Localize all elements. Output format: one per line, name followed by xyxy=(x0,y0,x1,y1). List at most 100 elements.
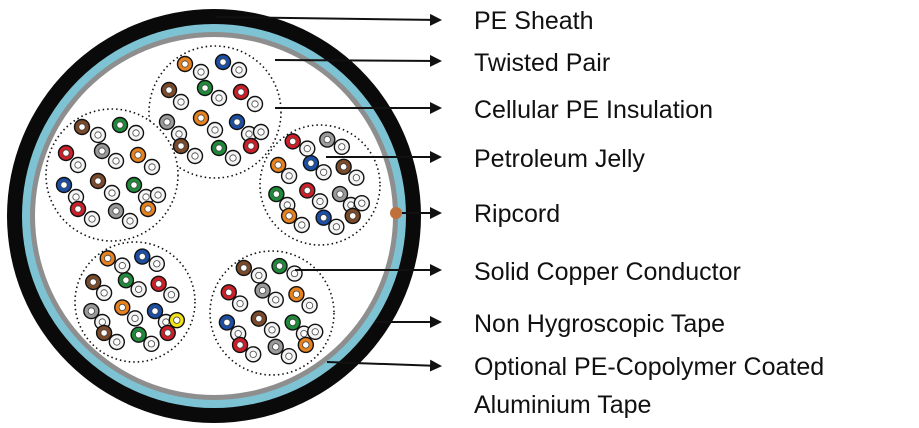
twisted-pair xyxy=(134,248,166,273)
twisted-pair xyxy=(176,55,210,81)
twisted-pair xyxy=(125,176,155,206)
copper-conductor-core xyxy=(164,329,172,337)
copper-conductor-core xyxy=(162,318,170,326)
copper-conductor-core xyxy=(89,278,97,286)
twisted-pair xyxy=(129,146,161,176)
twisted-pair xyxy=(250,310,281,339)
twisted-pair xyxy=(84,273,113,302)
copper-conductor-core xyxy=(118,262,126,270)
copper-conductor-core xyxy=(219,58,227,66)
copper-conductor-core xyxy=(272,190,280,198)
copper-conductor-core xyxy=(347,201,355,209)
copper-conductor-core xyxy=(358,199,366,207)
leader-lines xyxy=(215,13,442,372)
copper-conductor-core xyxy=(223,318,231,326)
copper-conductor-core xyxy=(311,328,319,336)
twisted-pair xyxy=(150,275,180,303)
copper-conductor-core xyxy=(72,193,80,201)
copper-conductor-core xyxy=(292,290,301,298)
copper-conductor-core xyxy=(197,114,205,122)
copper-conductor-core xyxy=(336,190,344,198)
copper-conductor-core xyxy=(289,137,297,145)
twisted-pair xyxy=(220,284,249,312)
copper-conductor-core xyxy=(247,142,255,150)
copper-conductor-core xyxy=(100,329,108,337)
twisted-pair xyxy=(95,324,126,351)
leader-coated-aluminium-tape xyxy=(326,359,442,372)
copper-conductor-core xyxy=(211,126,219,134)
copper-conductor-core xyxy=(236,341,244,349)
twisted-pair xyxy=(299,182,329,210)
twisted-pair xyxy=(160,81,190,111)
copper-conductor-core xyxy=(155,280,163,288)
copper-conductor-core xyxy=(352,174,360,182)
twisted-pair xyxy=(114,299,144,327)
copper-conductor-core xyxy=(138,252,146,261)
twisted-pair xyxy=(271,257,303,282)
copper-conductor-core xyxy=(142,193,150,201)
twisted-pair xyxy=(130,326,160,353)
copper-conductor-core xyxy=(104,254,112,262)
twisted-pair xyxy=(117,271,147,298)
copper-conductor-core xyxy=(303,145,311,153)
copper-conductor-core xyxy=(215,94,223,102)
twisted-pair xyxy=(254,282,284,309)
twisted-pair xyxy=(228,113,258,143)
copper-conductor-core xyxy=(229,154,237,162)
twisted-pair xyxy=(158,113,188,143)
twisted-pair xyxy=(315,209,345,236)
copper-conductor-core xyxy=(255,315,263,323)
copper-conductor-core xyxy=(98,318,106,326)
label-optional-pe-copolymer-coated: Optional PE-Copolymer Coated xyxy=(474,353,824,381)
twisted-pair xyxy=(232,83,264,113)
copper-conductor-core xyxy=(298,221,306,229)
copper-conductor-core xyxy=(240,264,248,272)
pair-bundle xyxy=(45,108,179,242)
copper-conductor-core xyxy=(320,214,328,222)
copper-conductor-core xyxy=(332,223,340,231)
copper-conductor-core xyxy=(268,326,276,334)
twisted-pair xyxy=(280,207,311,234)
twisted-pair xyxy=(89,172,121,202)
copper-conductor-core xyxy=(272,343,280,351)
copper-conductor-core xyxy=(148,163,156,171)
copper-conductor-core xyxy=(87,307,95,315)
copper-conductor-core xyxy=(289,318,297,326)
copper-conductor-core xyxy=(175,130,183,138)
copper-conductor-core xyxy=(283,201,291,209)
copper-conductor-core xyxy=(116,121,124,129)
copper-conductor-core xyxy=(132,129,140,137)
twisted-pair xyxy=(99,250,131,274)
copper-conductor-core xyxy=(234,330,242,338)
copper-conductor-core xyxy=(60,181,68,189)
label-petroleum-jelly: Petroleum Jelly xyxy=(474,145,645,173)
twisted-pair xyxy=(214,53,248,79)
copper-conductor-core xyxy=(300,330,308,338)
copper-conductor-core xyxy=(112,207,120,215)
twisted-pair xyxy=(57,144,87,174)
label-twisted-pair: Twisted Pair xyxy=(474,49,610,77)
copper-conductor-core xyxy=(113,338,121,346)
pair-bundles xyxy=(45,45,381,376)
twisted-pair xyxy=(344,194,371,225)
ripcord xyxy=(390,207,402,219)
copper-conductor-core xyxy=(285,212,293,220)
copper-conductor-core xyxy=(340,163,348,171)
copper-conductor-core xyxy=(134,151,142,159)
copper-conductor-core xyxy=(191,152,199,160)
copper-conductor-core xyxy=(108,189,116,197)
copper-conductor-core xyxy=(255,271,263,280)
twisted-pair xyxy=(93,142,125,170)
copper-conductor-core xyxy=(135,285,143,293)
copper-conductor-core xyxy=(74,205,82,213)
copper-conductor-core xyxy=(225,288,233,296)
copper-conductor-core xyxy=(151,307,159,315)
twisted-pair xyxy=(83,302,111,331)
copper-conductor-core xyxy=(303,186,311,195)
copper-conductor-core xyxy=(131,314,139,322)
twisted-pair xyxy=(242,123,270,155)
copper-conductor-core xyxy=(338,143,346,151)
copper-conductor-core xyxy=(153,260,161,268)
copper-conductor-core xyxy=(118,303,126,312)
